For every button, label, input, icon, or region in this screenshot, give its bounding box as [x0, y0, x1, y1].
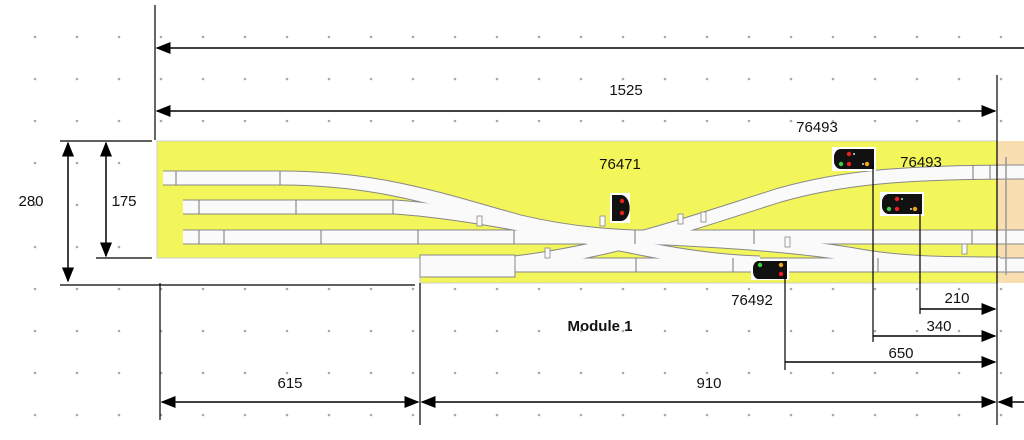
dim-total-length: 1525	[609, 82, 642, 99]
dim-height-inner: 175	[111, 193, 136, 210]
signal-76493-upper[interactable]	[832, 147, 876, 171]
dim-signal-offset-340: 340	[926, 318, 951, 335]
signal-76471[interactable]	[610, 193, 630, 223]
signal-label-76471: 76471	[599, 156, 641, 173]
dimension-lines	[62, 42, 1024, 408]
tracks[interactable]	[163, 157, 1024, 278]
dim-signal-offset-210: 210	[944, 290, 969, 307]
dim-left-section: 615	[277, 375, 302, 392]
dim-signal-offset-650: 650	[888, 345, 913, 362]
signal-76492[interactable]	[751, 260, 789, 280]
signal-76493-lower[interactable]	[880, 192, 924, 216]
extension-lines	[60, 5, 998, 425]
module-title: Module 1	[567, 318, 632, 335]
dim-height-outer: 280	[18, 193, 43, 210]
signal-label-76493-top: 76493	[796, 119, 838, 136]
signal-label-76492: 76492	[731, 292, 773, 309]
signal-label-76493: 76493	[900, 154, 942, 171]
dim-right-section: 910	[696, 375, 721, 392]
